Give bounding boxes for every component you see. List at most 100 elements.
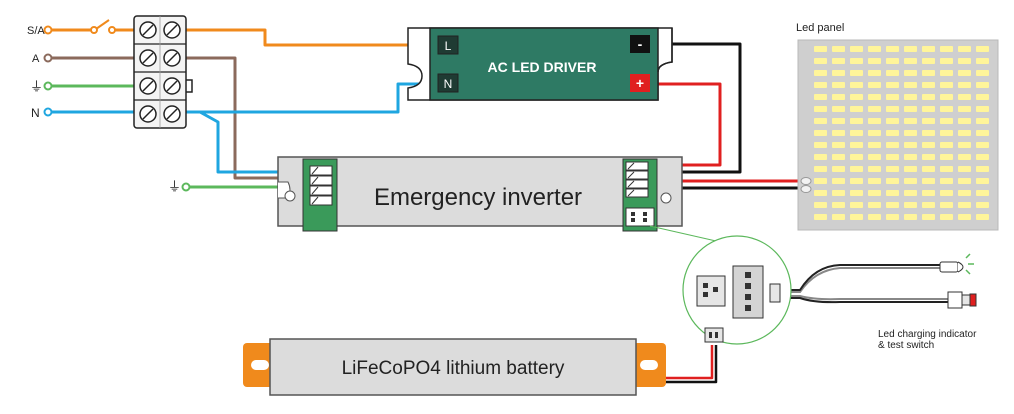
wire-indicator-a bbox=[776, 267, 942, 293]
panel-led bbox=[958, 202, 971, 208]
panel-led bbox=[940, 106, 953, 112]
panel-led bbox=[922, 82, 935, 88]
panel-led bbox=[814, 214, 827, 220]
panel-led bbox=[832, 106, 845, 112]
panel-led bbox=[850, 94, 863, 100]
panel-led bbox=[958, 46, 971, 52]
panel-led bbox=[958, 166, 971, 172]
panel-led bbox=[976, 94, 989, 100]
panel-led bbox=[886, 58, 899, 64]
driver-body bbox=[429, 27, 659, 101]
panel-led bbox=[904, 130, 917, 136]
panel-led bbox=[922, 142, 935, 148]
panel-led bbox=[940, 214, 953, 220]
supply-labels: S/A A ⏚ N bbox=[27, 25, 53, 120]
panel-led bbox=[976, 202, 989, 208]
terminal-end-sa bbox=[43, 25, 53, 35]
panel-led bbox=[922, 58, 935, 64]
panel-led bbox=[886, 202, 899, 208]
panel-led bbox=[904, 106, 917, 112]
panel-led bbox=[814, 70, 827, 76]
terminal-end-n bbox=[43, 107, 53, 117]
panel-led bbox=[868, 106, 881, 112]
led-driver: L N AC LED DRIVER - + bbox=[407, 27, 673, 101]
panel-led bbox=[886, 190, 899, 196]
panel-led bbox=[850, 106, 863, 112]
panel-led bbox=[868, 58, 881, 64]
panel-led bbox=[814, 154, 827, 160]
panel-led bbox=[922, 118, 935, 124]
panel-led-grid bbox=[814, 46, 989, 220]
panel-led bbox=[832, 46, 845, 52]
panel-led bbox=[904, 118, 917, 124]
battery-body bbox=[269, 338, 637, 396]
panel-led bbox=[958, 214, 971, 220]
panel-led bbox=[904, 142, 917, 148]
panel-led bbox=[922, 70, 935, 76]
wall-switch bbox=[90, 19, 116, 34]
panel-led bbox=[886, 142, 899, 148]
panel-led bbox=[922, 130, 935, 136]
panel-led bbox=[868, 154, 881, 160]
panel-led bbox=[958, 130, 971, 136]
panel-led bbox=[976, 214, 989, 220]
panel-led bbox=[904, 154, 917, 160]
panel-led bbox=[814, 82, 827, 88]
panel-led bbox=[832, 166, 845, 172]
panel-led bbox=[976, 70, 989, 76]
panel-led bbox=[904, 82, 917, 88]
panel-led bbox=[850, 202, 863, 208]
indicator-label-line1: Led charging indicator bbox=[878, 329, 977, 340]
test-switch-icon bbox=[947, 291, 977, 309]
detail-battery-plug bbox=[704, 327, 724, 343]
inverter-aux-connector bbox=[625, 207, 655, 227]
panel-led bbox=[814, 118, 827, 124]
panel-led bbox=[904, 190, 917, 196]
panel-led bbox=[814, 46, 827, 52]
panel-led bbox=[886, 118, 899, 124]
panel-led bbox=[904, 58, 917, 64]
panel-led bbox=[850, 166, 863, 172]
panel-led bbox=[904, 94, 917, 100]
panel-led bbox=[922, 106, 935, 112]
wires bbox=[48, 28, 948, 384]
panel-led bbox=[976, 154, 989, 160]
panel-led bbox=[940, 130, 953, 136]
panel-led bbox=[940, 70, 953, 76]
panel-connector-top bbox=[800, 177, 812, 185]
wire-indicator-b bbox=[776, 295, 948, 301]
terminal-label-a: A bbox=[32, 53, 40, 65]
panel-led bbox=[832, 58, 845, 64]
panel-led bbox=[958, 142, 971, 148]
panel-led bbox=[922, 166, 935, 172]
panel-led bbox=[886, 46, 899, 52]
panel-led bbox=[904, 166, 917, 172]
panel-led bbox=[868, 202, 881, 208]
panel-led bbox=[958, 154, 971, 160]
panel-led bbox=[850, 46, 863, 52]
driver-n-label: N bbox=[444, 77, 453, 91]
panel-led bbox=[940, 82, 953, 88]
panel-led bbox=[940, 202, 953, 208]
panel-led bbox=[850, 214, 863, 220]
panel-led bbox=[850, 130, 863, 136]
panel-led bbox=[940, 58, 953, 64]
driver-n-terminal bbox=[437, 73, 459, 93]
panel-led bbox=[922, 214, 935, 220]
panel-led bbox=[850, 70, 863, 76]
panel-led bbox=[940, 46, 953, 52]
wire-indicator-d bbox=[776, 297, 948, 304]
panel-led bbox=[868, 94, 881, 100]
panel-led bbox=[814, 142, 827, 148]
connector-detail bbox=[649, 225, 792, 345]
led-panel: Led panel bbox=[796, 22, 999, 231]
panel-led bbox=[886, 130, 899, 136]
panel-led bbox=[976, 190, 989, 196]
panel-led bbox=[832, 202, 845, 208]
panel-led bbox=[814, 178, 827, 184]
panel-led bbox=[832, 214, 845, 220]
panel-led bbox=[922, 94, 935, 100]
emergency-inverter: Emergency inverter ⏚ bbox=[168, 156, 683, 232]
detail-cable-plug bbox=[769, 283, 781, 303]
panel-led bbox=[922, 178, 935, 184]
